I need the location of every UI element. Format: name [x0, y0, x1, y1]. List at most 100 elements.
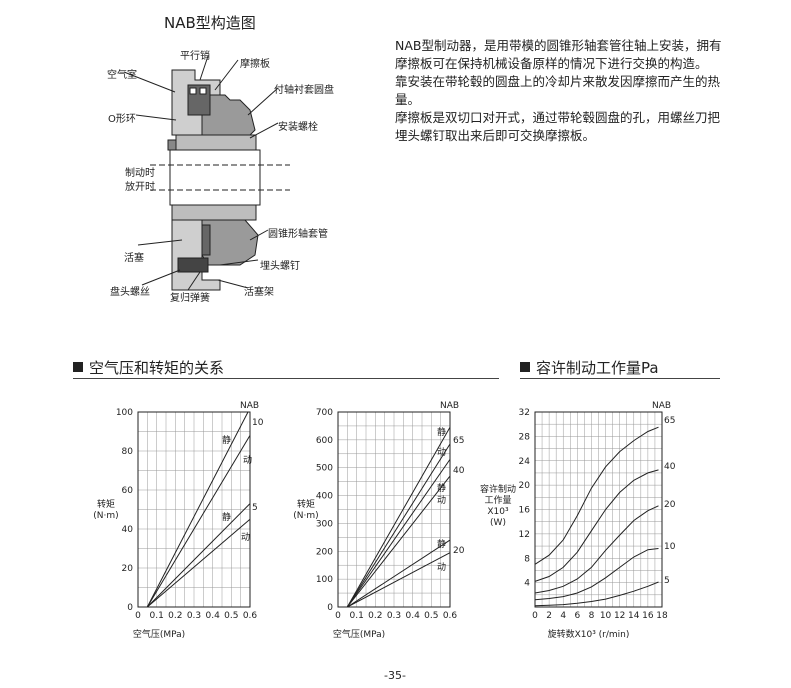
x-tick-label: 0.2	[368, 611, 382, 621]
x-tick-label: 16	[642, 611, 654, 621]
y-axis-label: (W)	[490, 518, 506, 528]
series-line	[534, 581, 659, 607]
x-tick-label: 0.5	[224, 611, 238, 621]
x-axis-label: 空气压(MPa)	[333, 628, 385, 640]
y-tick-label: 500	[316, 464, 333, 474]
x-tick-label: 18	[656, 611, 668, 621]
y-axis-label: (N·m)	[93, 511, 118, 521]
series-annotation: 动	[437, 495, 446, 506]
series-line	[534, 548, 659, 601]
y-tick-label: 60	[122, 486, 134, 496]
page-number: -35-	[384, 669, 406, 682]
series-annotation: 静	[437, 426, 446, 438]
label-countersunk-screw: 埋头螺钉	[260, 261, 300, 272]
series-annotation: 静	[437, 482, 446, 494]
series-line	[534, 469, 659, 582]
y-tick-label: 12	[519, 530, 530, 540]
y-tick-label: 400	[316, 492, 333, 502]
label-braking: 制动时	[125, 168, 155, 179]
series-annotation: 静	[437, 538, 446, 550]
series-line	[146, 518, 251, 608]
brake-cross-section-diagram	[123, 55, 290, 291]
series-label: 5	[664, 576, 670, 586]
y-tick-label: 600	[316, 436, 333, 446]
label-pin: 平行销	[180, 51, 210, 62]
section-divider-left	[73, 378, 499, 379]
x-axis-label: 旋转数X10³ (r/min)	[548, 628, 630, 640]
x-tick-label: 4	[560, 611, 566, 621]
plot-frame	[534, 411, 663, 608]
legend-title: NAB	[440, 401, 459, 411]
description-line: 埋头螺钉取出来后即可交换摩擦板。	[395, 128, 596, 143]
y-tick-label: 200	[316, 547, 333, 557]
x-tick-label: 0.6	[243, 611, 258, 621]
label-air-chamber: 空气室	[107, 70, 137, 81]
section-divider-right	[520, 378, 720, 379]
diagram-title: NAB型构造图	[164, 14, 256, 32]
y-tick-label: 300	[316, 519, 333, 529]
x-tick-label: 0	[335, 611, 341, 621]
x-tick-label: 0.4	[406, 611, 421, 621]
x-tick-label: 0	[532, 611, 538, 621]
x-tick-label: 6	[574, 611, 580, 621]
series-label: 65	[453, 436, 464, 446]
y-tick-label: 8	[524, 554, 530, 564]
x-axis-label: 空气压(MPa)	[133, 628, 185, 640]
y-tick-label: 0	[127, 603, 133, 613]
square-bullet-icon	[520, 362, 530, 372]
series-line	[346, 443, 451, 608]
series-line	[146, 435, 251, 608]
description: NAB型制动器，是用带模的圆锥形轴套管往轴上安装，拥有 摩擦板可在保持机械设备原…	[395, 37, 765, 145]
section-title-right: 容许制动工作量Pa	[536, 359, 659, 377]
x-tick-label: 14	[628, 611, 640, 621]
series-label: 10	[252, 418, 264, 428]
series-annotation: 静	[222, 434, 231, 446]
series-label: 5	[252, 503, 258, 513]
y-axis-label: 工作量	[484, 494, 511, 506]
series-label: 40	[664, 462, 676, 472]
label-friction-plate: 摩擦板	[240, 59, 270, 70]
series-label: 20	[664, 500, 676, 510]
y-axis-label: 容许制动	[480, 483, 516, 495]
x-tick-label: 12	[614, 611, 625, 621]
section-header-left: 空气压和转矩的关系	[73, 357, 224, 378]
series-annotation: 静	[222, 511, 231, 523]
series-label: 20	[453, 546, 465, 556]
y-tick-label: 100	[316, 575, 333, 585]
x-tick-label: 0	[135, 611, 141, 621]
plot-frame	[137, 411, 251, 608]
series-line	[346, 475, 451, 608]
series-line	[534, 426, 659, 565]
label-piston: 活塞	[124, 253, 144, 264]
label-piston-frame: 活塞架	[244, 287, 274, 298]
y-tick-label: 80	[122, 447, 134, 457]
section-header-right: 容许制动工作量Pa	[520, 357, 659, 378]
label-o-ring: O形环	[108, 114, 136, 125]
y-tick-label: 100	[116, 408, 133, 418]
x-tick-label: 0.2	[168, 611, 182, 621]
y-tick-label: 700	[316, 408, 333, 418]
y-tick-label: 4	[524, 579, 530, 589]
series-line	[347, 552, 451, 608]
label-cap-screw: 盘头螺丝	[110, 287, 150, 298]
x-tick-label: 0.6	[443, 611, 458, 621]
section-title-left: 空气压和转矩的关系	[89, 359, 225, 377]
x-tick-label: 0.1	[350, 611, 364, 621]
description-line: 摩擦板可在保持机械设备原样的情况下进行交换的构造。	[395, 56, 708, 71]
y-tick-label: 24	[519, 457, 531, 467]
series-annotation: 动	[437, 562, 446, 573]
y-tick-label: 28	[519, 432, 531, 442]
y-axis-label: 转矩	[97, 498, 115, 510]
label-taper-sleeve: 圆锥形轴套管	[268, 229, 328, 240]
y-tick-label: 16	[519, 506, 531, 516]
description-line: 摩擦板是双切口对开式，通过带轮毂圆盘的孔，用螺丝刀把	[395, 110, 721, 125]
x-tick-label: 0.5	[424, 611, 438, 621]
y-tick-label: 0	[327, 603, 333, 613]
series-line	[534, 505, 659, 594]
legend-title: NAB	[240, 401, 259, 411]
y-tick-label: 20	[122, 564, 134, 574]
plot-frame	[337, 411, 451, 608]
